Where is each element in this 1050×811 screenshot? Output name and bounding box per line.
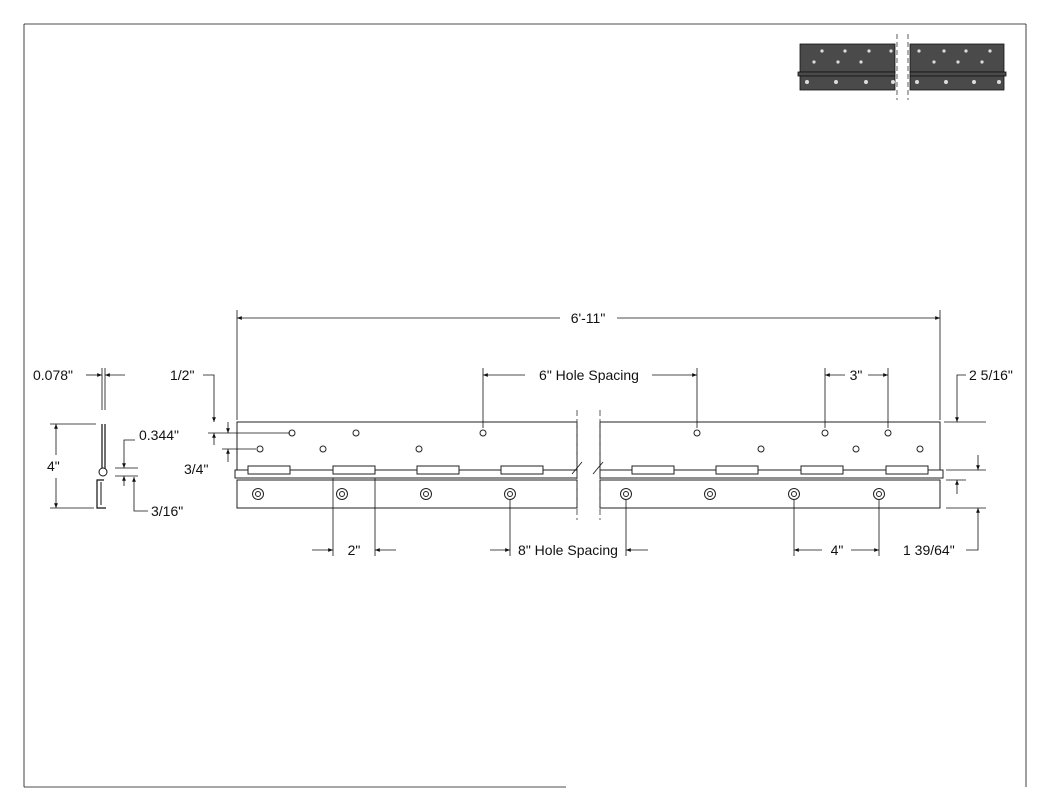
dim-top-hole-pitch: 3" xyxy=(824,367,889,428)
hinge-front-view xyxy=(234,410,944,520)
knuckle-length-label: 2" xyxy=(348,542,361,558)
bottom-hole-pitch-label: 4" xyxy=(831,542,844,558)
pin-offset-label: 3/16" xyxy=(151,503,183,519)
hinge-side-profile xyxy=(96,424,108,509)
dim-hole-row-offset: 3/4" xyxy=(184,422,256,477)
overall-length-label: 6'-11" xyxy=(571,310,606,326)
dim-height: 4" xyxy=(47,423,96,509)
sheet-border xyxy=(23,23,1027,788)
hinge-thumbnail-icon xyxy=(797,34,1007,100)
dim-knuckle-diameter: 0.344" xyxy=(115,427,179,486)
dim-knuckle-length: 2" xyxy=(312,478,396,558)
dim-top-margin: 1/2" xyxy=(170,367,290,445)
dim-thickness: 0.078" xyxy=(33,367,125,410)
bottom-hole-spacing-label: 8" Hole Spacing xyxy=(518,542,618,558)
top-margin-label: 1/2" xyxy=(170,367,194,383)
knuckle-diameter-label: 0.344" xyxy=(139,427,179,443)
dim-pin-offset: 3/16" xyxy=(132,477,183,519)
top-hole-pitch-label: 3" xyxy=(850,367,863,383)
top-leaf-width-label: 2 5/16" xyxy=(969,367,1013,383)
bottom-leaf-width-label: 1 39/64" xyxy=(903,542,955,558)
dim-bottom-leaf-width: 1 39/64" xyxy=(903,479,986,558)
height-label: 4" xyxy=(47,458,60,474)
dim-top-leaf-width: 2 5/16" xyxy=(944,367,1013,471)
dim-bottom-hole-spacing: 8" Hole Spacing xyxy=(490,500,648,558)
thickness-label: 0.078" xyxy=(33,367,73,383)
dim-bottom-hole-pitch: 4" xyxy=(793,500,880,558)
dim-overall-length: 6'-11" xyxy=(236,310,941,420)
top-hole-spacing-label: 6" Hole Spacing xyxy=(539,367,639,383)
dim-top-hole-spacing: 6" Hole Spacing xyxy=(482,367,698,428)
hole-row-offset-label: 3/4" xyxy=(184,461,208,477)
